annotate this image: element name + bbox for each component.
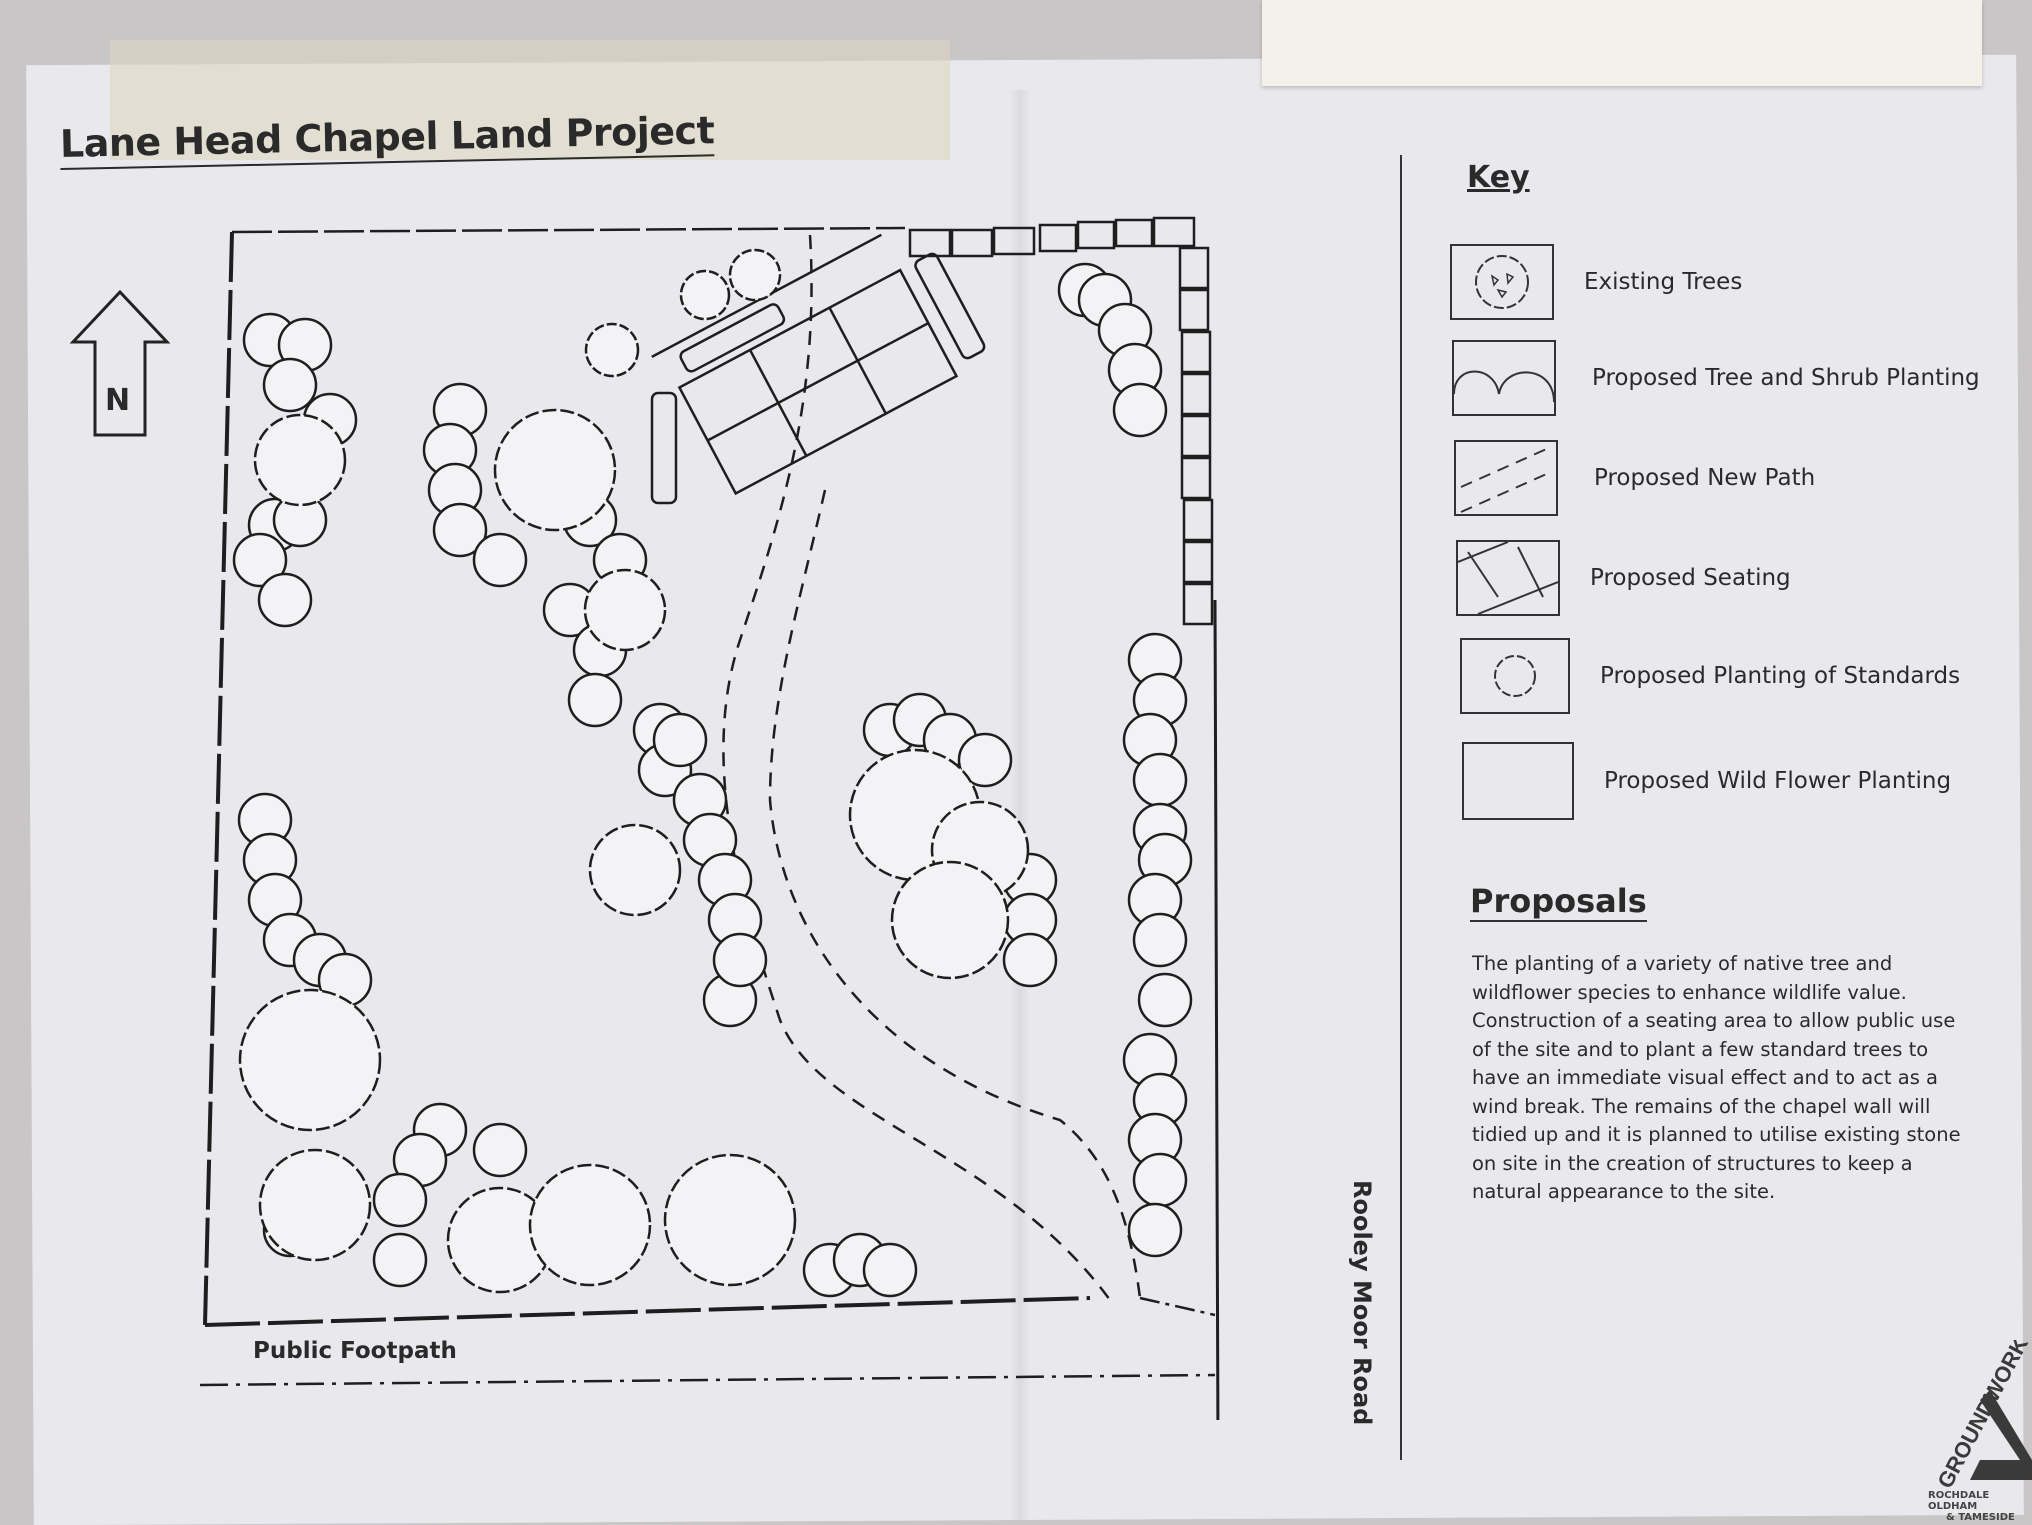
north-label: N xyxy=(105,383,131,418)
chapel-wall-stones xyxy=(908,216,1214,626)
tape-strip xyxy=(110,40,950,160)
key-item-tree-shrub: Proposed Tree and Shrub Planting xyxy=(1452,340,1980,416)
planting-clump xyxy=(712,932,768,988)
key-label: Existing Trees xyxy=(1584,269,1743,295)
road-label: Rooley Moor Road xyxy=(1348,1180,1376,1426)
key-item-new-path: Proposed New Path xyxy=(1454,440,1815,516)
planting-clump xyxy=(472,532,528,588)
key-divider xyxy=(1400,155,1402,1460)
planting-clump xyxy=(232,532,288,588)
road-edge xyxy=(1213,599,1220,1420)
bench xyxy=(650,391,678,505)
planting-clump xyxy=(472,1122,528,1178)
boundary-wall-north xyxy=(231,226,906,234)
footpath-label: Public Footpath xyxy=(253,1338,457,1364)
groundwork-logo: GROUNDWORK xyxy=(1932,1340,2032,1492)
boundary-wall-west xyxy=(203,231,234,1326)
planting-clump xyxy=(262,357,318,413)
new-path-icon xyxy=(1454,440,1558,516)
standard-tree-icon xyxy=(1460,638,1570,714)
existing-tree xyxy=(528,1163,652,1287)
proposals-text: The planting of a variety of native tree… xyxy=(1472,952,1961,1203)
planting-clump xyxy=(567,672,623,728)
key-title: Key xyxy=(1467,160,1530,195)
planting-clump xyxy=(1127,1202,1183,1258)
existing-tree xyxy=(663,1153,797,1287)
standard-tree xyxy=(728,248,782,302)
key-item-existing-trees: Existing Trees xyxy=(1450,244,1742,320)
planting-clump xyxy=(1132,1152,1188,1208)
existing-tree xyxy=(583,568,667,652)
logo-subtitle: ROCHDALE OLDHAM& TAMESIDE xyxy=(1928,1490,2015,1523)
existing-tree xyxy=(238,988,382,1132)
existing-tree-icon xyxy=(1450,244,1554,320)
key-item-standards: Proposed Planting of Standards xyxy=(1460,638,1960,714)
planting-clump xyxy=(432,502,488,558)
planting-clump xyxy=(1002,932,1058,988)
pinned-note xyxy=(1262,0,1982,86)
north-arrow-icon xyxy=(70,290,170,437)
planting-clump xyxy=(1137,972,1193,1028)
wild-flower-icon xyxy=(1462,742,1574,820)
planting-clump xyxy=(1112,382,1168,438)
proposals-title: Proposals xyxy=(1470,882,1647,922)
planting-clump xyxy=(257,572,313,628)
paper-fold xyxy=(1010,90,1030,1520)
footpath-line xyxy=(199,1373,1216,1387)
key-item-wild-flower: Proposed Wild Flower Planting xyxy=(1462,742,1951,820)
planting-clump xyxy=(957,732,1013,788)
existing-tree xyxy=(890,860,1010,980)
key-item-seating: Proposed Seating xyxy=(1456,540,1791,616)
site-plan xyxy=(199,216,1220,1420)
key-label: Proposed Planting of Standards xyxy=(1600,663,1961,689)
key-label: Proposed Tree and Shrub Planting xyxy=(1592,365,1980,391)
existing-tree xyxy=(258,1148,372,1262)
existing-tree xyxy=(493,408,617,532)
planting-clump xyxy=(862,1242,918,1298)
proposed-new-path xyxy=(722,234,1112,1301)
existing-tree xyxy=(253,413,347,507)
proposed-seating xyxy=(651,233,986,496)
planting-clump xyxy=(372,1232,428,1288)
planting-clump xyxy=(1132,752,1188,808)
standard-tree xyxy=(679,269,731,321)
key-label: Proposed New Path xyxy=(1594,465,1816,491)
tree-shrub-planting-icon xyxy=(1452,340,1556,416)
seating-icon xyxy=(1456,540,1560,616)
key-label: Proposed Wild Flower Planting xyxy=(1604,768,1952,794)
boundary-wall-south xyxy=(204,1296,1091,1327)
planting-clump xyxy=(1132,912,1188,968)
key-label: Proposed Seating xyxy=(1590,565,1791,591)
standard-tree xyxy=(584,322,640,378)
planting-clump xyxy=(372,1172,428,1228)
existing-tree xyxy=(588,823,682,917)
planting-clump xyxy=(652,712,708,768)
